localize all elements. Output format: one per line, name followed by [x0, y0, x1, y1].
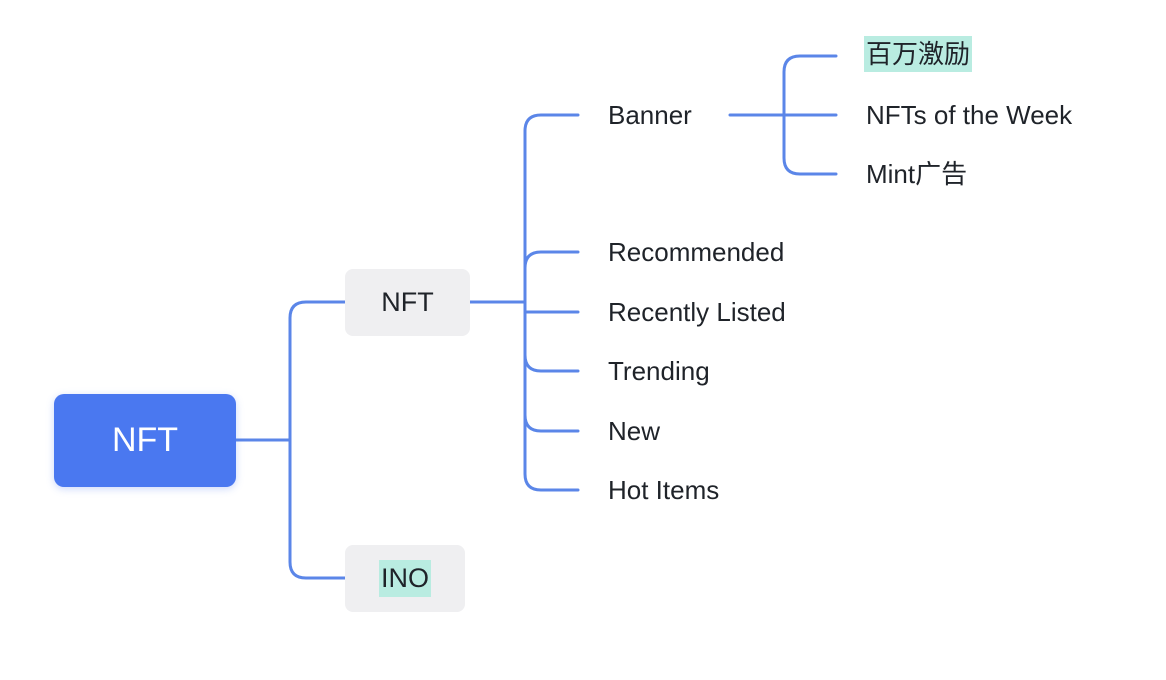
- leaf-node-million-incentive-label: 百万激励: [864, 36, 973, 72]
- leaf-node-new[interactable]: New: [608, 414, 660, 448]
- leaf-node-mint-ad[interactable]: Mint广告: [866, 157, 967, 191]
- leaf-node-banner-label: Banner: [608, 100, 692, 130]
- connector-nft-to-banner: [523, 113, 580, 304]
- connector-nft-to-hot-items: [523, 300, 580, 492]
- connector-root-to-ino: [288, 438, 347, 580]
- leaf-node-recently-listed[interactable]: Recently Listed: [608, 295, 786, 329]
- leaf-node-recently-listed-label: Recently Listed: [608, 297, 786, 327]
- branch-node-ino-label: INO: [378, 560, 431, 597]
- connector-nft-to-recommended: [523, 250, 580, 304]
- root-node-label: NFT: [111, 421, 179, 459]
- connector-root-to-nft: [288, 300, 347, 442]
- leaf-node-banner[interactable]: Banner: [608, 98, 692, 132]
- leaf-node-mint-ad-label: Mint广告: [866, 159, 968, 189]
- leaf-node-new-label: New: [608, 416, 661, 446]
- root-node-nft[interactable]: NFT: [54, 394, 236, 487]
- branch-node-nft[interactable]: NFT: [345, 269, 470, 336]
- leaf-node-trending-label: Trending: [608, 356, 710, 386]
- connector-banner-to-mint-ad: [782, 113, 838, 176]
- branch-node-nft-label: NFT: [381, 287, 434, 317]
- connector-nft-to-recently-listed: [523, 300, 580, 314]
- leaf-node-recommended-label: Recommended: [608, 237, 785, 267]
- leaf-node-nfts-of-the-week[interactable]: NFTs of the Week: [866, 98, 1072, 132]
- leaf-node-hot-items-label: Hot Items: [608, 475, 720, 505]
- leaf-node-hot-items[interactable]: Hot Items: [608, 473, 719, 507]
- leaf-node-recommended[interactable]: Recommended: [608, 235, 784, 269]
- leaf-node-trending[interactable]: Trending: [608, 354, 710, 388]
- branch-node-ino[interactable]: INO: [345, 545, 465, 612]
- connector-banner-to-incentive: [782, 54, 838, 117]
- leaf-node-nfts-of-the-week-label: NFTs of the Week: [866, 100, 1073, 130]
- connector-nft-to-new: [523, 300, 580, 433]
- leaf-node-million-incentive[interactable]: 百万激励: [864, 36, 973, 72]
